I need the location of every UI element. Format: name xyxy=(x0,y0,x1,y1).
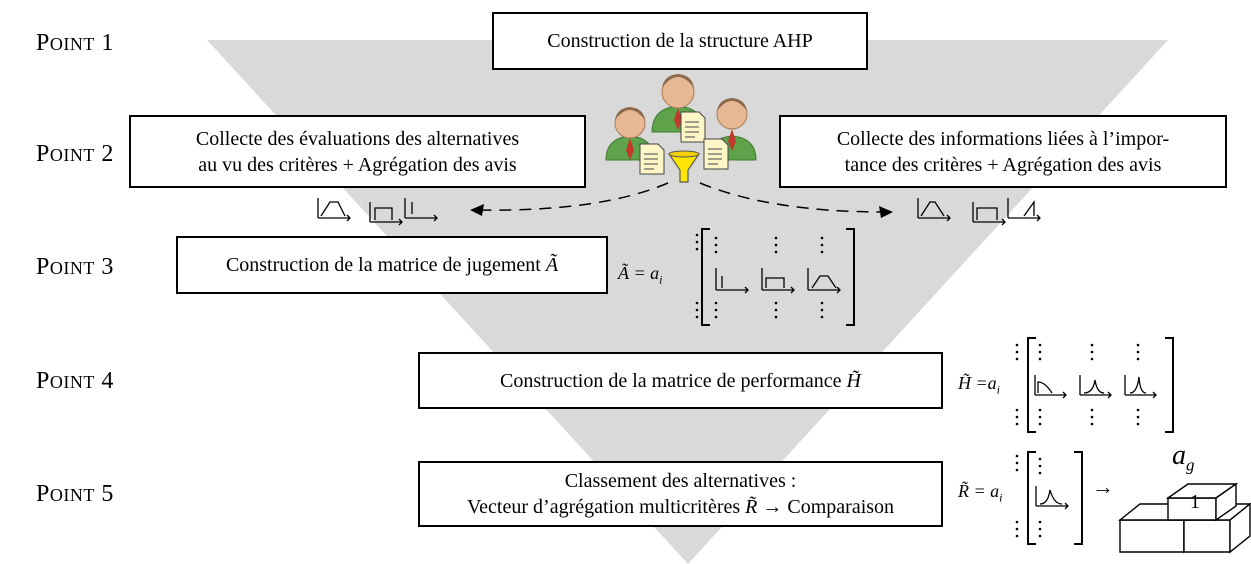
box-criteria-line1: Collecte des informations liées à l’impo… xyxy=(836,127,1170,150)
dashed-arrow-left-head xyxy=(470,204,484,216)
box-performance-text: Construction de la matrice de performanc… xyxy=(500,369,842,392)
documents-icon xyxy=(639,111,729,175)
matrix-h-glyphs xyxy=(1034,375,1157,399)
box-alternatives-line1: Collecte des évaluations des alternative… xyxy=(195,127,520,150)
fuzzy-glyphs-right xyxy=(917,198,1041,226)
funnel-icon xyxy=(667,150,701,183)
ranking-arrow: → xyxy=(1092,474,1114,499)
vector-r xyxy=(1027,451,1083,545)
point-1-label: POINT 1 xyxy=(36,30,114,56)
box-ranking-line1: Classement des alternatives : xyxy=(564,470,797,492)
matrix-a-equation: Ã = ai xyxy=(618,263,663,287)
matrix-h xyxy=(1027,337,1174,433)
matrix-a xyxy=(701,228,855,326)
box-alternatives-line2: au vu des critères + Agrégation des avis xyxy=(198,153,517,176)
performance-matrix-symbol: H̃ xyxy=(846,369,861,392)
vector-r-glyph xyxy=(1035,486,1069,510)
dashed-arrow-right xyxy=(699,182,886,213)
box-judgment-text: Construction de la matrice de jugement xyxy=(225,254,541,276)
podium-icon xyxy=(1118,482,1251,554)
fuzzy-glyphs-left xyxy=(317,198,438,226)
box-criteria-line2: tance des critères + Agrégation des avis xyxy=(844,153,1162,176)
judgment-matrix-symbol: Ã xyxy=(545,254,559,276)
matrix-h-dots xyxy=(1015,343,1140,426)
point-2-label: POINT 2 xyxy=(36,141,114,167)
box-judgment-matrix: Construction de la matrice de jugement Ã xyxy=(176,236,608,294)
point-5-label: POINT 5 xyxy=(36,481,114,507)
matrix-a-glyphs xyxy=(715,268,841,294)
box-ahp-structure: Construction de la structure AHP xyxy=(492,12,868,70)
box-ranking: Classement des alternatives : Vecteur d’… xyxy=(418,461,943,527)
box-ranking-line2: Vecteur d’agrégation multicritères R̃ → … xyxy=(466,496,895,518)
ranking-vector-symbol: R̃ xyxy=(745,496,758,518)
matrix-a-dots xyxy=(695,233,824,319)
point-3-label: POINT 3 xyxy=(36,254,114,280)
box-ahp-structure-text: Construction de la structure AHP xyxy=(547,30,813,52)
box-criteria-importance: Collecte des informations liées à l’impo… xyxy=(779,115,1227,188)
podium-winner-label: ag xyxy=(1172,440,1195,475)
point-4-label: POINT 4 xyxy=(36,368,114,394)
vector-r-dots xyxy=(1015,454,1042,538)
vector-r-equation: R̃ = ai xyxy=(958,481,1003,505)
dashed-arrow-right-head xyxy=(879,206,893,218)
dashed-arrow-left xyxy=(477,182,669,211)
matrix-h-equation: H̃ =ai xyxy=(958,373,1000,397)
box-performance-matrix: Construction de la matrice de performanc… xyxy=(418,352,943,409)
box-alternatives-evaluation: Collecte des évaluations des alternative… xyxy=(129,115,586,188)
podium-rank-number: 1 xyxy=(1190,491,1200,513)
